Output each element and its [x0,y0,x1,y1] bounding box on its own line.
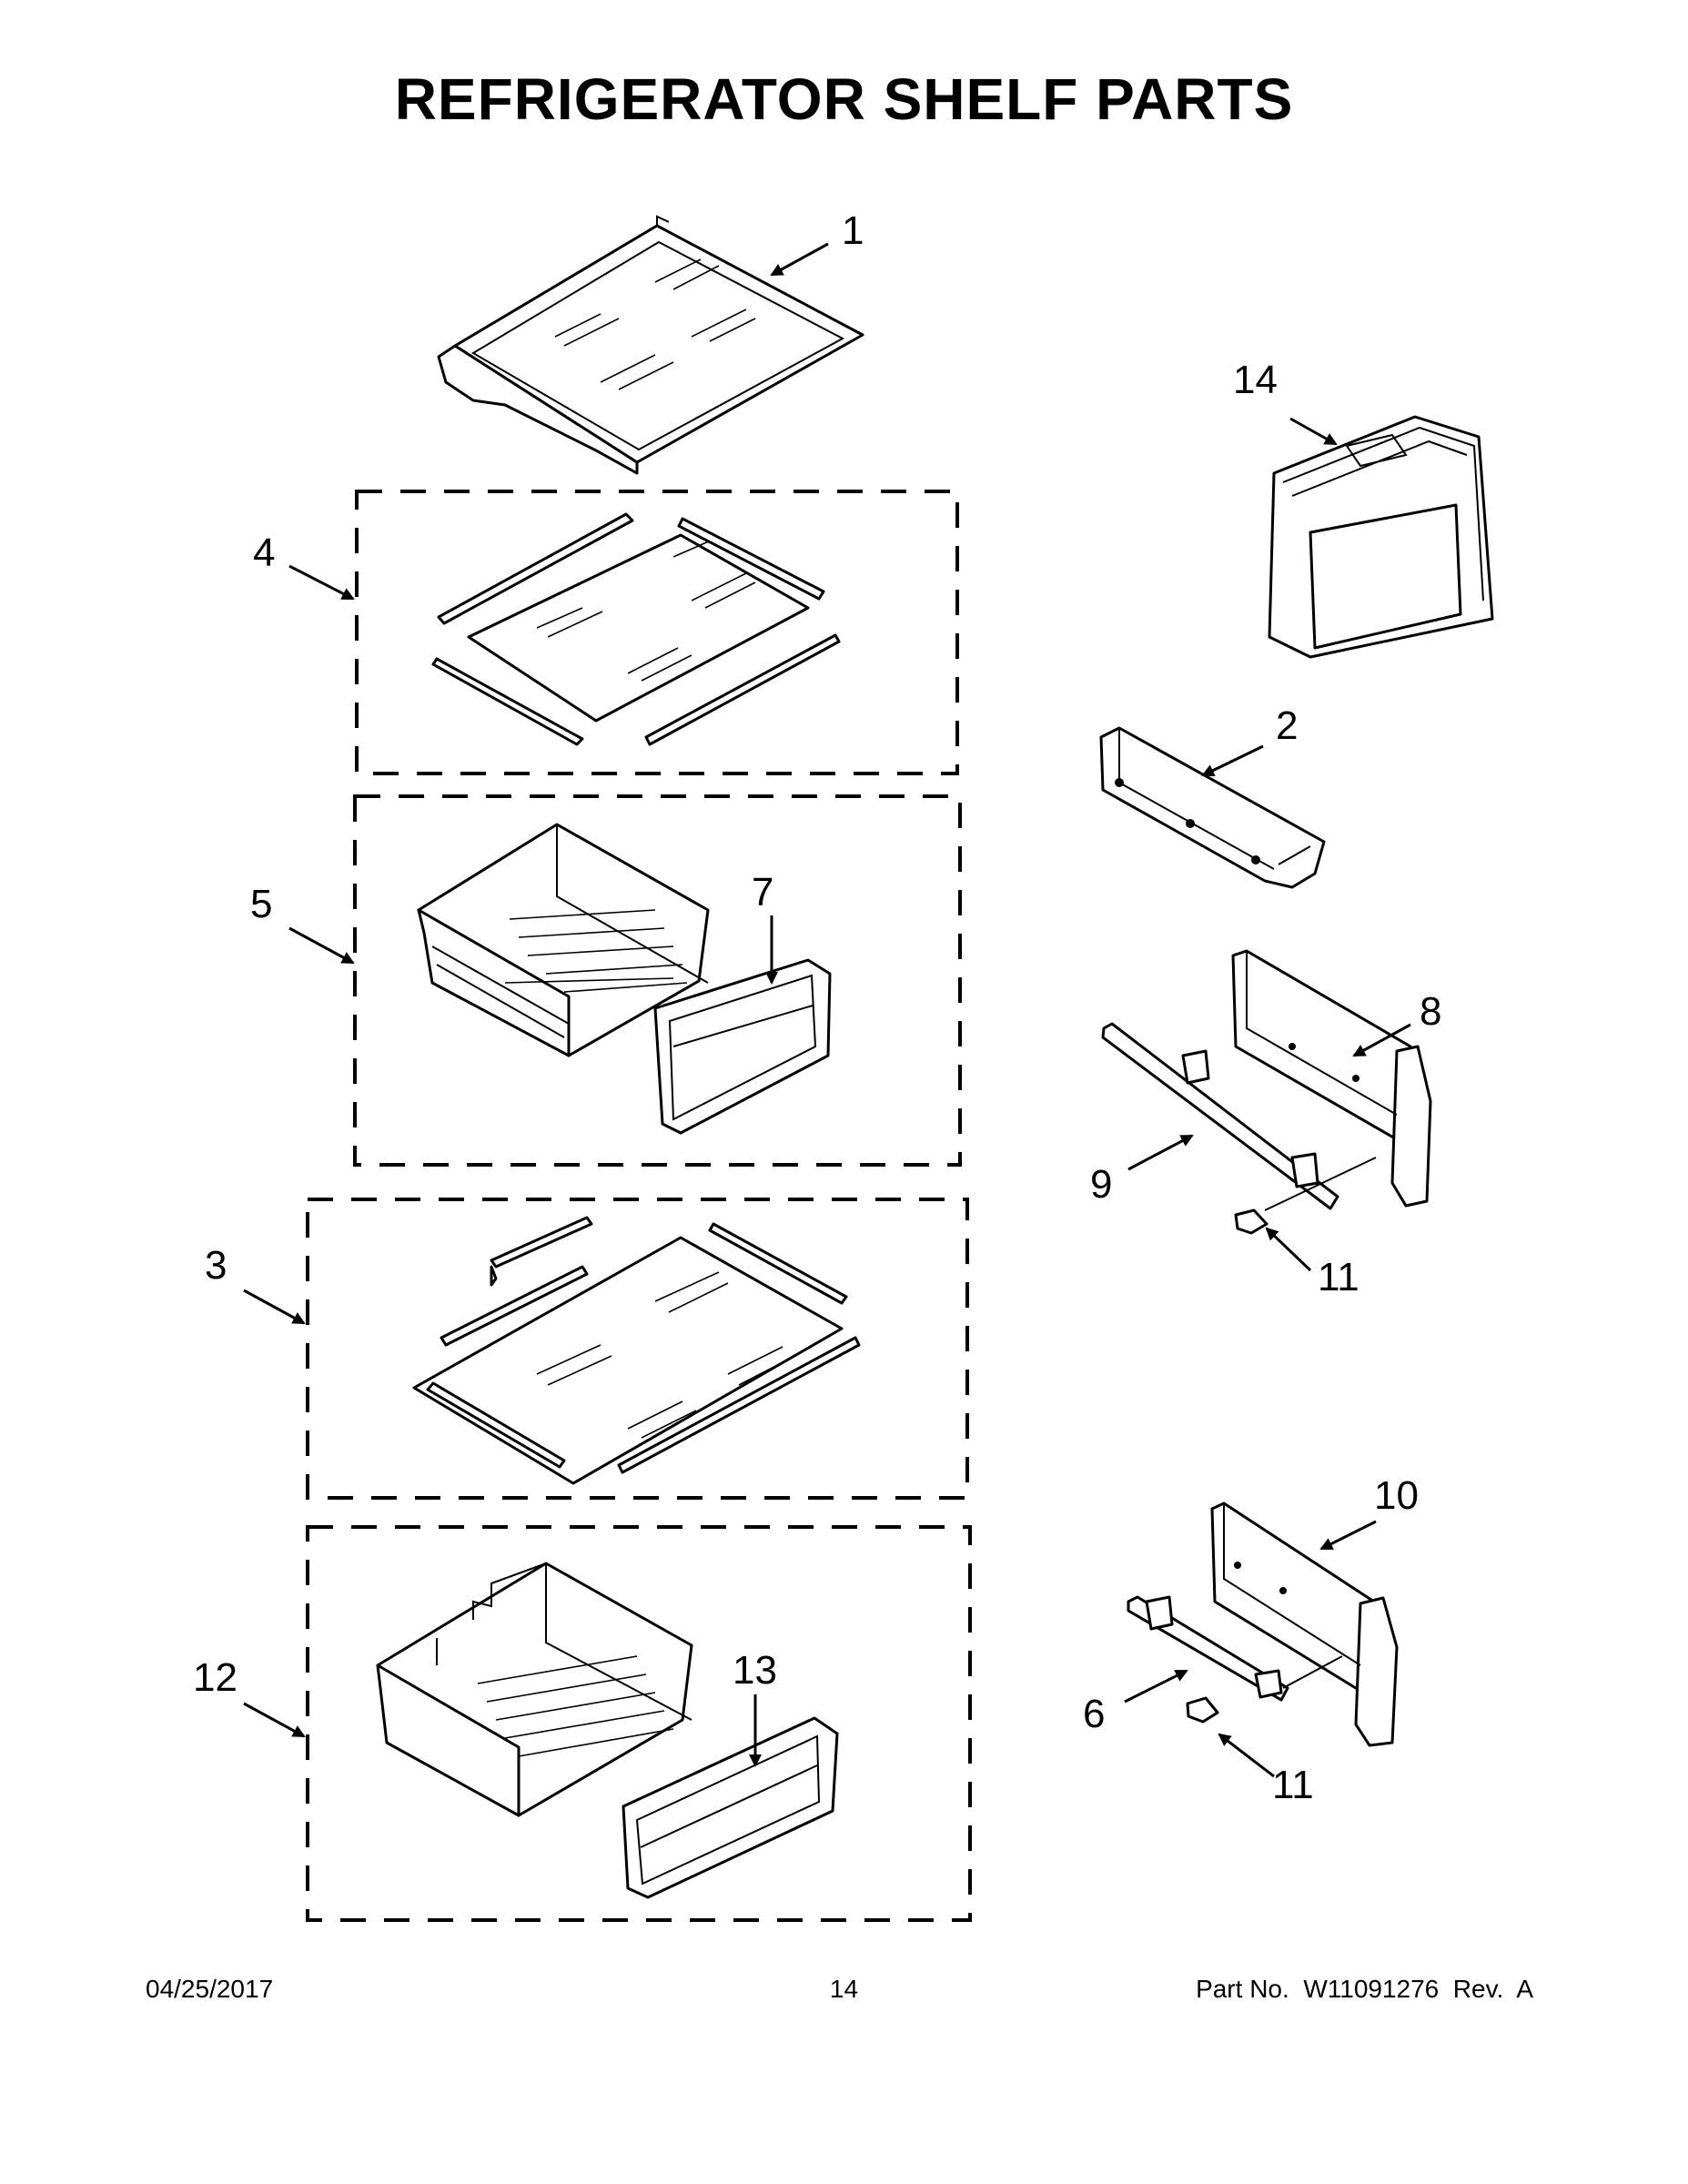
arrow-3 [243,1289,306,1325]
callout-1: 1 [842,208,864,253]
arrow-12 [243,1702,306,1738]
callout-arrows [243,242,1411,1778]
lower-bracket-assembly-drawing [1127,1502,1399,1747]
arrow-9 [1127,1134,1194,1171]
callout-9: 9 [1090,1162,1112,1207]
footer-date: 04/25/2017 [146,1975,274,2003]
callout-10: 10 [1374,1473,1419,1518]
arrow-10 [1319,1520,1377,1551]
callout-3: 3 [205,1243,227,1288]
arrow-4 [288,564,355,601]
group-box-lower-shelf-kit [306,1198,969,1500]
lower-crisper-drawing [376,1562,839,1899]
arrow-8 [1352,1023,1411,1057]
arrow-11-upper [1265,1227,1312,1272]
arrow-6 [1124,1669,1188,1704]
callout-7: 7 [752,870,773,915]
arrow-11-lower [1218,1733,1275,1778]
callout-5: 5 [250,882,272,926]
callout-14: 14 [1233,358,1278,402]
callout-11-upper: 11 [1318,1255,1359,1299]
callout-11-lower: 11 [1272,1763,1314,1807]
arrow-14 [1289,417,1338,446]
group-box-upper-crisper [353,794,962,1167]
deli-drawer-drawing [1268,415,1494,659]
page-title: REFRIGERATOR SHELF PARTS [394,66,1294,132]
callout-4: 4 [253,531,275,575]
callout-12: 12 [193,1655,238,1700]
callout-labels: 1 14 4 2 5 7 8 9 11 3 10 6 11 12 13 [193,208,1441,1807]
group-box-upper-shelf-kit [355,490,959,775]
callout-13: 13 [733,1648,777,1693]
footer-page-number: 14 [829,1975,859,2003]
shelf-assembly-drawing [437,215,864,475]
upper-bracket-assembly-drawing [1101,949,1432,1235]
lower-glass-shelf-kit-drawing [412,1216,861,1485]
group-box-lower-crisper [306,1525,972,1922]
arrow-2 [1201,744,1264,777]
callout-8: 8 [1420,989,1441,1034]
callout-2: 2 [1276,703,1298,748]
footer-part-info: Part No. W11091276 Rev. A [1196,1975,1533,2003]
callout-6: 6 [1083,1692,1105,1736]
upper-glass-shelf-kit-drawing [431,512,841,746]
upper-crisper-drawing [417,823,832,1135]
shelf-rail-drawing [1099,726,1326,889]
arrow-5 [288,926,355,965]
arrow-1 [770,242,829,277]
